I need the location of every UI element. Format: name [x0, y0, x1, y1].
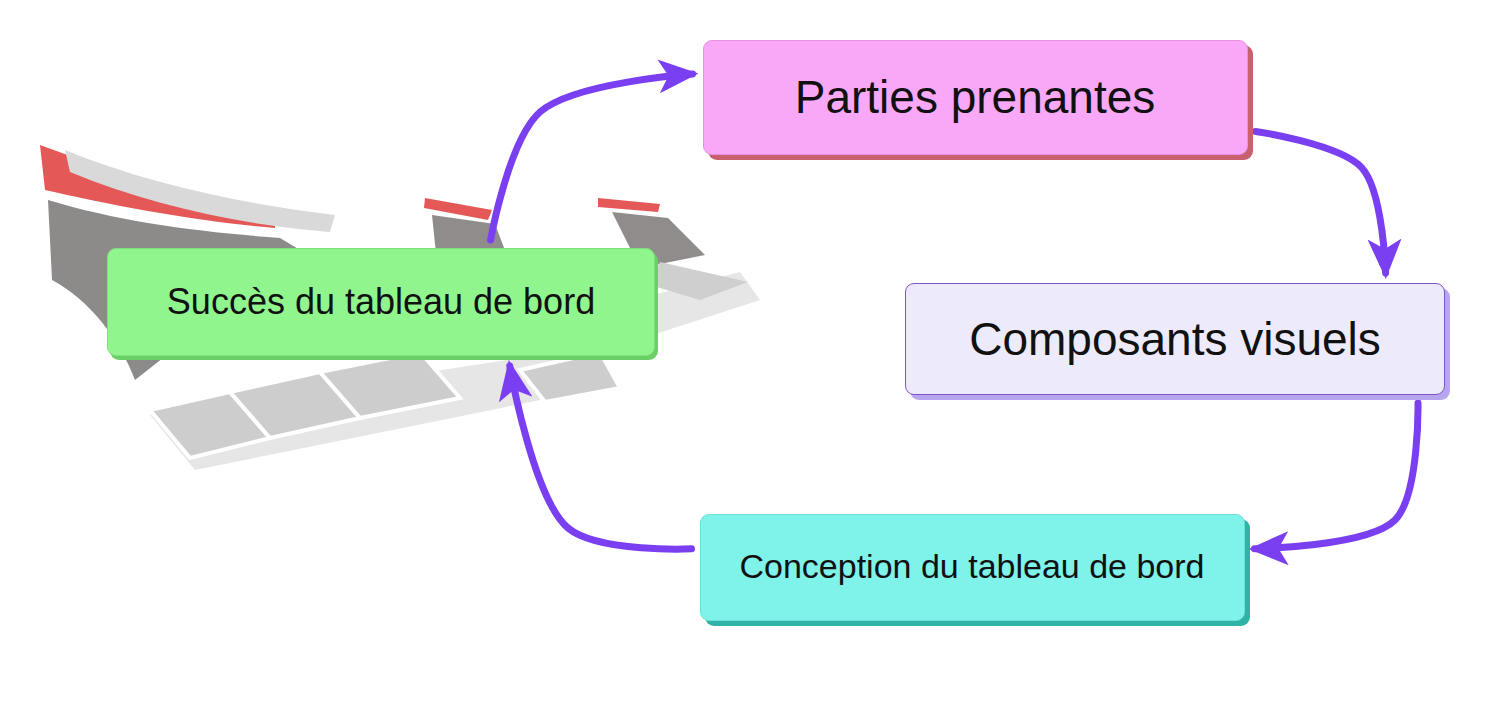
- sheet-shadows: [150, 272, 760, 470]
- cycle-arrow: [1256, 132, 1386, 274]
- cycle-arrow: [1255, 403, 1419, 549]
- node-label: Conception du tableau de bord: [739, 548, 1204, 585]
- design-box: Conception du tableau de bord: [700, 514, 1245, 621]
- stakeholder-box: Parties prenantes: [703, 40, 1248, 155]
- visual-components-box: Composants visuels: [905, 283, 1445, 395]
- node-label: Succès du tableau de bord: [167, 282, 595, 322]
- cycle-arrow: [491, 74, 693, 240]
- node-label: Composants visuels: [969, 314, 1381, 365]
- node-label: Parties prenantes: [795, 72, 1156, 123]
- panels: [150, 352, 620, 458]
- success-box: Succès du tableau de bord: [107, 248, 655, 356]
- cycle-arrow: [510, 366, 692, 549]
